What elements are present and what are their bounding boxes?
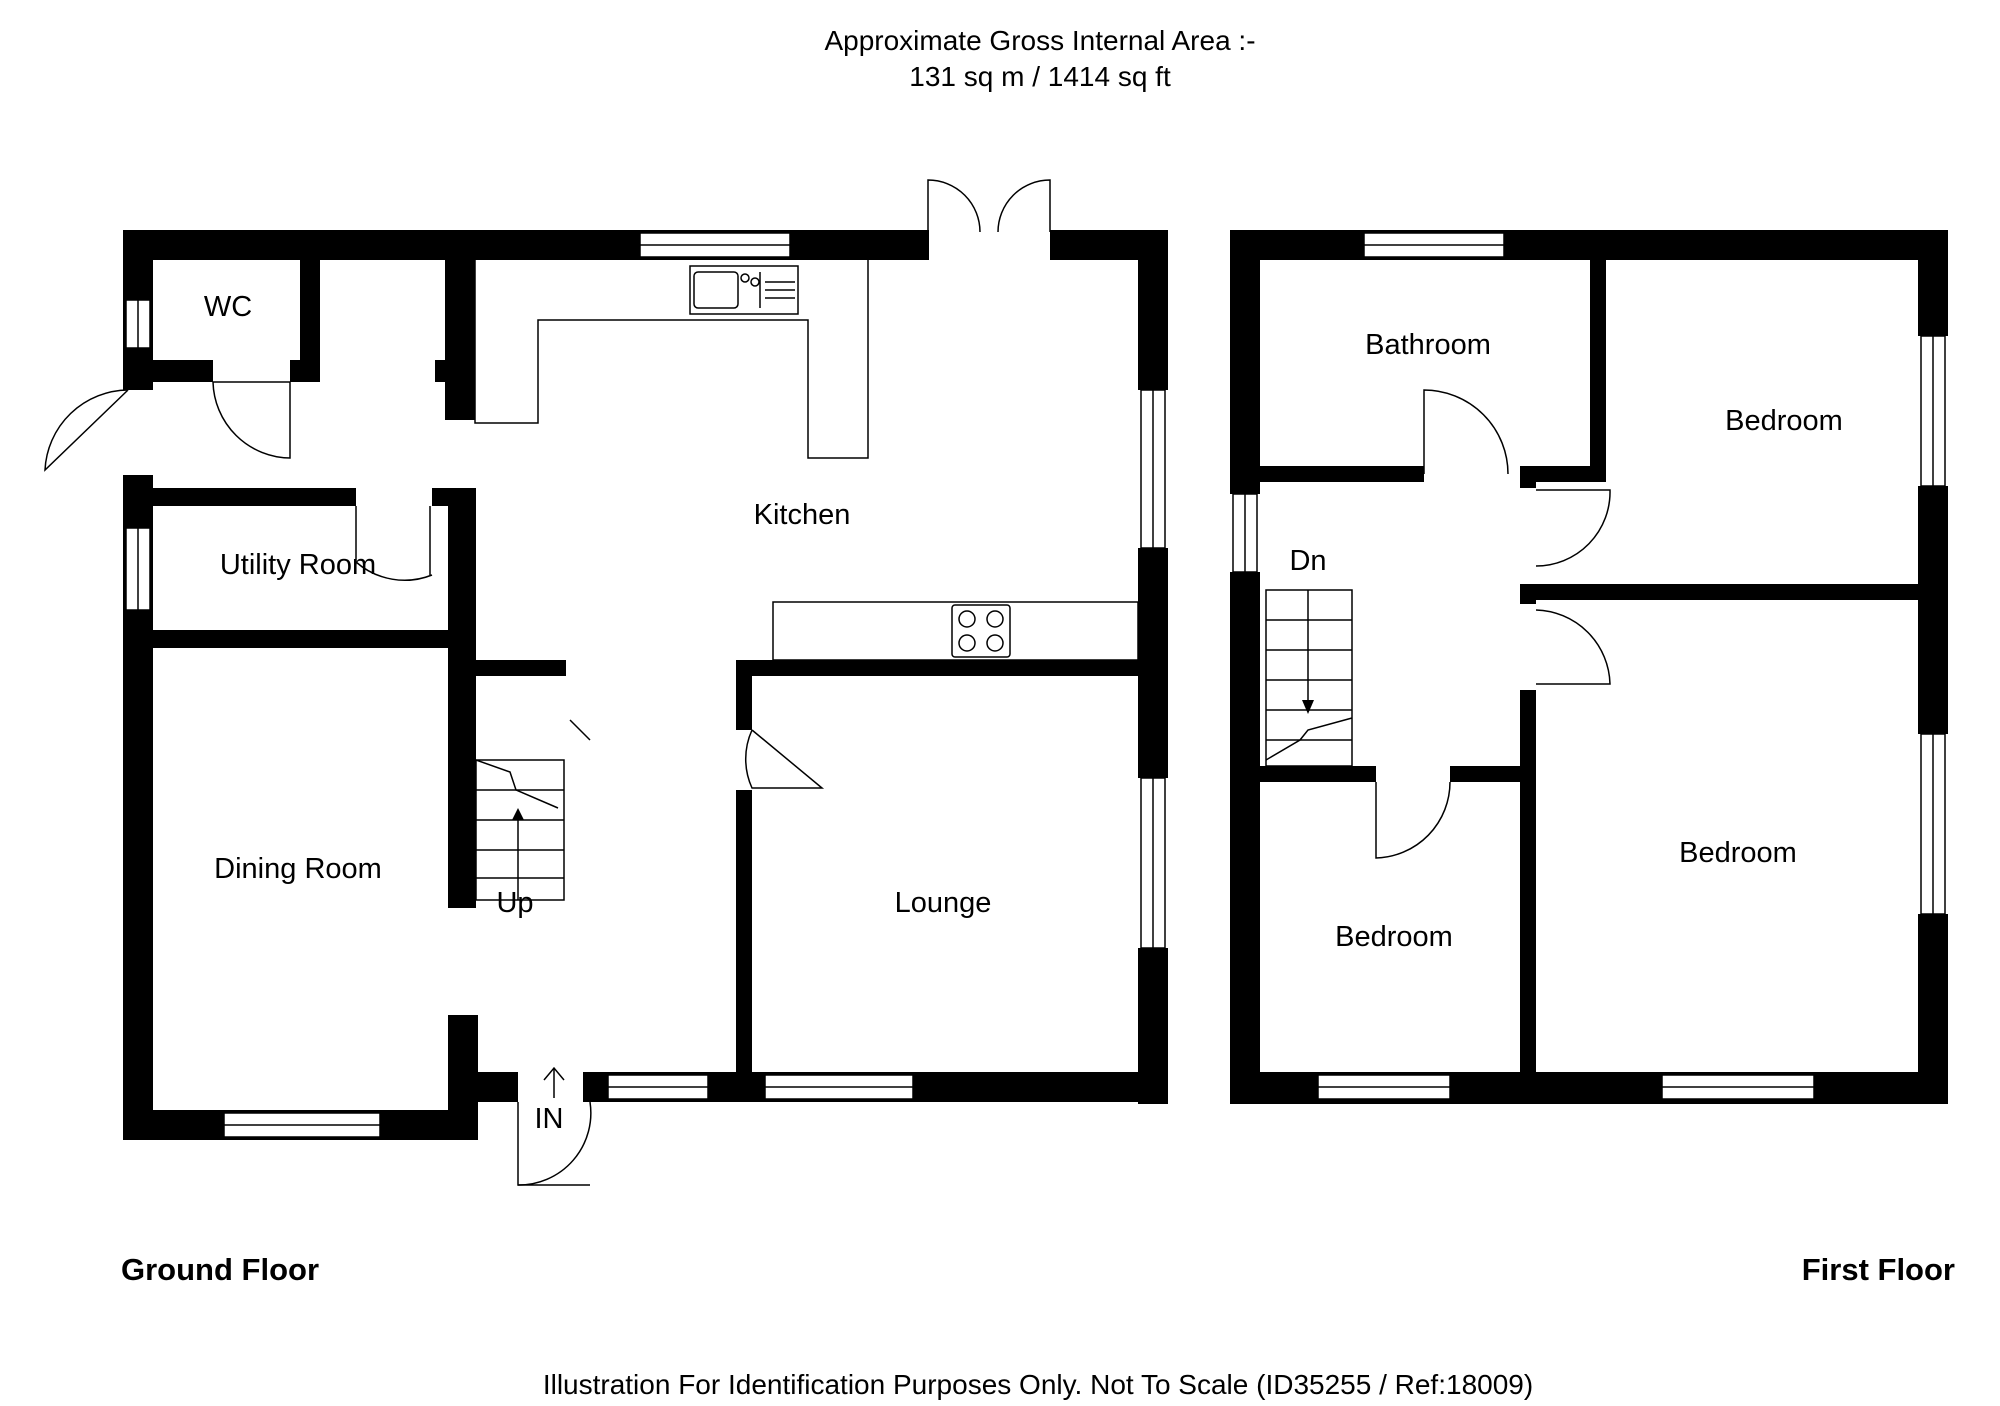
room-label-bedroom-bottom-right: Bedroom — [1679, 837, 1797, 869]
first-floor-plan: Bathroom Bedroom Bedroom Bedroom Dn — [1230, 230, 1948, 1104]
ground-floor-plan: WC Kitchen Utility Room Dining Room Loun… — [44, 179, 1168, 1186]
room-label-bathroom: Bathroom — [1365, 329, 1491, 361]
area-title: Approximate Gross Internal Area :- — [824, 25, 1255, 56]
room-label-bedroom-bottom-left: Bedroom — [1335, 921, 1453, 953]
room-label-lounge: Lounge — [895, 887, 992, 919]
stairs-up-label: Up — [496, 887, 533, 919]
room-label-bedroom-top-right: Bedroom — [1725, 405, 1843, 437]
room-label-wc: WC — [204, 291, 252, 323]
ground-floor-title: Ground Floor — [121, 1252, 319, 1287]
room-label-dining: Dining Room — [214, 853, 382, 885]
entrance-label: IN — [535, 1103, 564, 1135]
first-floor-stairs — [1265, 589, 1353, 767]
disclaimer: Illustration For Identification Purposes… — [543, 1369, 1533, 1400]
area-value: 131 sq m / 1414 sq ft — [909, 61, 1171, 92]
ground-stairs — [475, 759, 565, 901]
room-label-kitchen: Kitchen — [754, 499, 851, 531]
room-label-utility: Utility Room — [220, 549, 376, 581]
stairs-down-label: Dn — [1289, 545, 1326, 577]
first-floor-title: First Floor — [1802, 1252, 1955, 1287]
